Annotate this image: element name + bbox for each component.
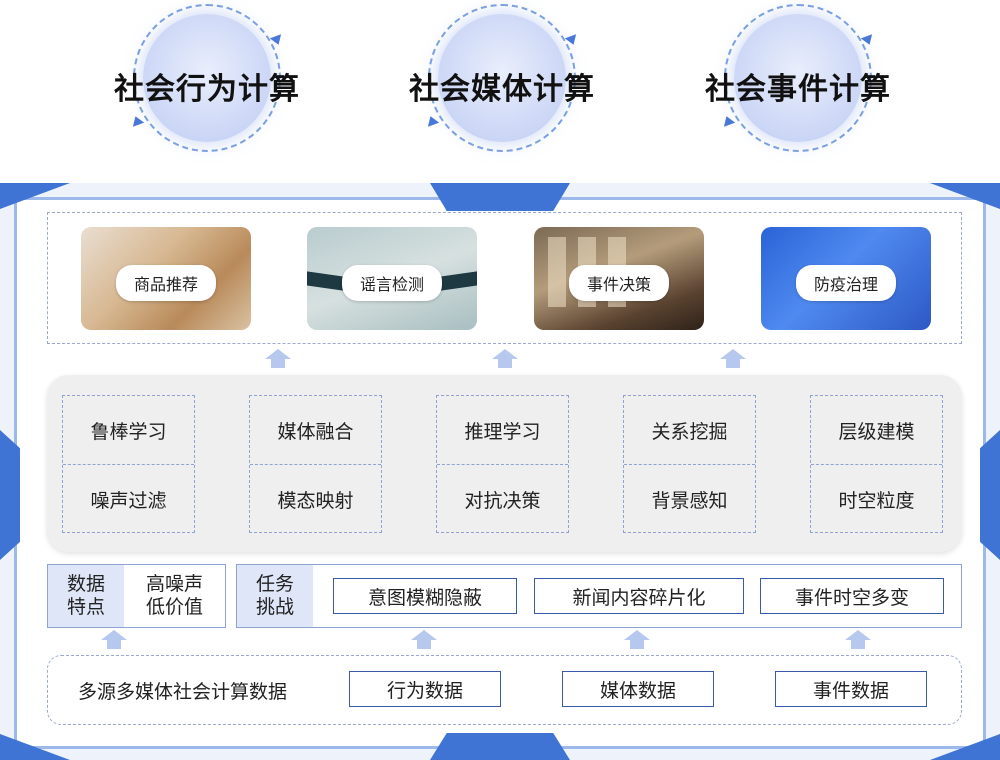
methods-block: 鲁棒学习 噪声过滤 媒体融合 模态映射 推理学习 对抗决策 关系挖掘 背景感知 … xyxy=(47,375,962,552)
data-chip-behavior: 行为数据 xyxy=(349,671,501,707)
method-cell: 噪声过滤 xyxy=(90,490,167,512)
arrow-icon xyxy=(129,114,145,127)
task-challenges-box: 任务挑战 意图模糊隐蔽 新闻内容碎片化 事件时空多变 xyxy=(236,564,962,628)
topic-media: 社会媒体计算 xyxy=(409,0,594,165)
method-column: 媒体融合 模态映射 xyxy=(249,395,382,533)
up-arrow-stem xyxy=(271,359,285,368)
frame-tab-right xyxy=(980,430,1000,560)
data-chip-media: 媒体数据 xyxy=(562,671,714,707)
up-arrow-stem xyxy=(107,640,121,649)
dashed-ring xyxy=(428,4,576,152)
topic-behavior: 社会行为计算 xyxy=(114,0,299,165)
method-cell: 媒体融合 xyxy=(250,396,381,465)
method-cell: 时空粒度 xyxy=(838,490,915,512)
glow-circle xyxy=(438,14,566,142)
method-cell: 层级建模 xyxy=(811,396,942,465)
method-cell: 对抗决策 xyxy=(464,490,541,512)
up-arrow-stem xyxy=(417,640,431,649)
up-arrow-stem xyxy=(498,359,512,368)
frame-tab-top xyxy=(430,183,570,211)
up-arrow-stem xyxy=(726,359,740,368)
method-column: 鲁棒学习 噪声过滤 xyxy=(62,395,195,533)
data-features-value: 高噪声低价值 xyxy=(145,573,203,618)
app-card-product-recommendation[interactable]: 商品推荐 xyxy=(81,227,251,330)
data-chip-event: 事件数据 xyxy=(775,671,927,707)
task-challenges-label: 任务挑战 xyxy=(237,565,313,627)
dashed-ring xyxy=(724,4,872,152)
up-arrow-icon xyxy=(411,630,437,640)
method-cell: 模态映射 xyxy=(277,490,354,512)
arrow-icon xyxy=(424,114,440,127)
challenge-chip: 事件时空多变 xyxy=(760,578,944,614)
method-cell: 背景感知 xyxy=(651,490,728,512)
data-features-label: 数据特点 xyxy=(48,565,124,627)
frame-tab-bottom xyxy=(430,733,570,760)
data-sources-row: 多源多媒体社会计算数据 行为数据 媒体数据 事件数据 xyxy=(47,655,962,725)
method-cell: 关系挖掘 xyxy=(624,396,755,465)
app-card-rumor-detection[interactable]: 谣言检测 xyxy=(307,227,477,330)
applications-row: 商品推荐 谣言检测 事件决策 防疫治理 xyxy=(47,212,962,344)
arrow-icon xyxy=(720,114,736,127)
method-column: 关系挖掘 背景感知 xyxy=(623,395,756,533)
app-card-event-decision[interactable]: 事件决策 xyxy=(534,227,704,330)
up-arrow-icon xyxy=(101,630,127,640)
frame-tab-left xyxy=(0,430,20,560)
up-arrow-icon xyxy=(845,630,871,640)
topic-event: 社会事件计算 xyxy=(705,0,890,165)
up-arrow-icon xyxy=(624,630,650,640)
up-arrow-icon xyxy=(720,349,746,359)
method-cell: 鲁棒学习 xyxy=(63,396,194,465)
up-arrow-icon xyxy=(492,349,518,359)
app-card-epidemic-governance[interactable]: 防疫治理 xyxy=(761,227,931,330)
glow-circle xyxy=(734,14,862,142)
app-label: 商品推荐 xyxy=(115,265,217,301)
up-arrow-stem xyxy=(630,640,644,649)
method-cell: 推理学习 xyxy=(437,396,568,465)
app-label: 事件决策 xyxy=(568,265,670,301)
app-label: 防疫治理 xyxy=(795,265,897,301)
column-shape xyxy=(548,237,566,307)
arrow-icon xyxy=(860,34,876,47)
glow-circle xyxy=(143,14,271,142)
up-arrow-icon xyxy=(265,349,291,359)
topic-title: 社会媒体计算 xyxy=(409,72,595,107)
topic-title: 社会事件计算 xyxy=(705,72,891,107)
challenge-chip: 新闻内容碎片化 xyxy=(534,578,744,614)
topic-title: 社会行为计算 xyxy=(114,72,300,107)
method-column: 推理学习 对抗决策 xyxy=(436,395,569,533)
dashed-ring xyxy=(133,4,281,152)
arrow-icon xyxy=(564,34,580,47)
app-label: 谣言检测 xyxy=(341,265,443,301)
arrow-icon xyxy=(269,34,285,47)
challenge-chip: 意图模糊隐蔽 xyxy=(333,578,517,614)
data-sources-title: 多源多媒体社会计算数据 xyxy=(78,680,288,703)
up-arrow-stem xyxy=(851,640,865,649)
data-features-box: 数据特点 高噪声低价值 xyxy=(47,564,226,628)
method-column: 层级建模 时空粒度 xyxy=(810,395,943,533)
